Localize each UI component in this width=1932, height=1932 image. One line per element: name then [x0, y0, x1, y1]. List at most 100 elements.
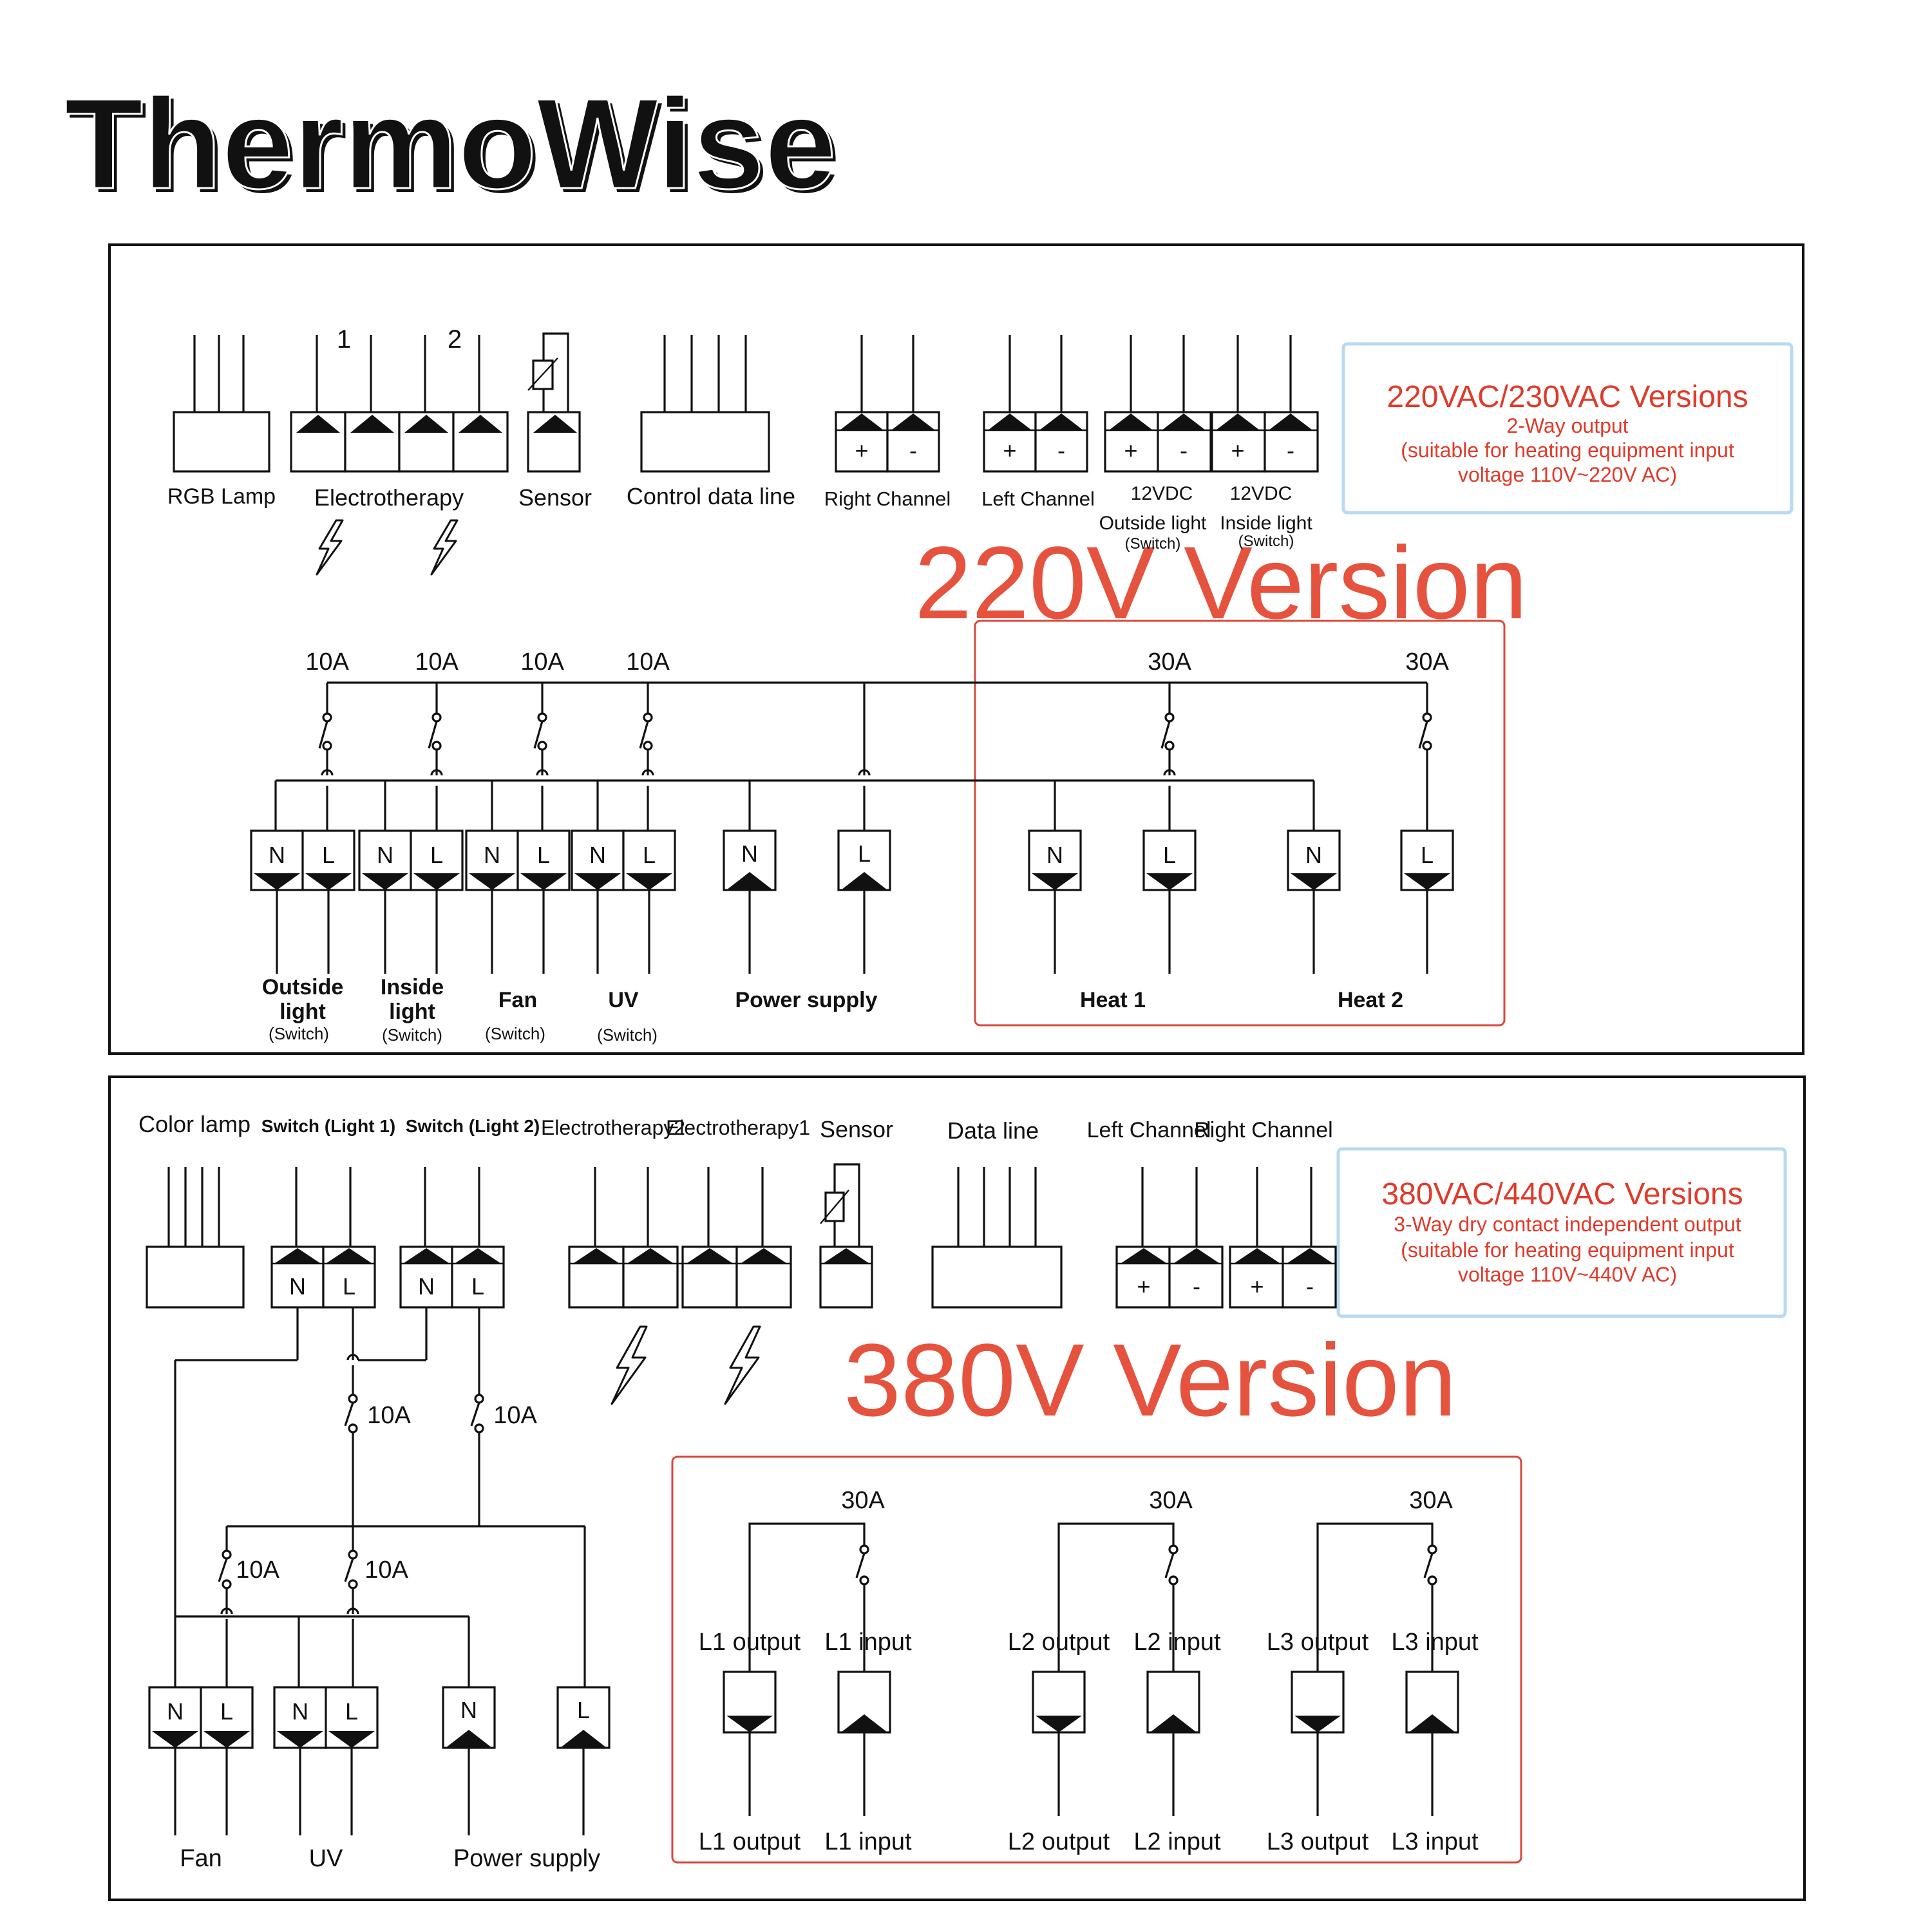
- info-line2-380: (suitable for heating equipment input: [1401, 1238, 1734, 1262]
- audio-channel-connectors: [1115, 1167, 1337, 1309]
- label-sensor-220: Sensor: [518, 484, 592, 511]
- terminal-l: L: [537, 842, 550, 868]
- rating-30a: 30A: [1149, 1487, 1193, 1514]
- switch-bus-220: [274, 681, 1432, 831]
- label-right-channel-220: Right Channel: [824, 488, 951, 510]
- info-line3-380: voltage 110V~440V AC): [1458, 1263, 1677, 1286]
- label-outside-light: Outside: [262, 975, 344, 999]
- switch-network-380: [174, 1307, 586, 1687]
- brand-logo: ThermoWise ThermoWise: [64, 71, 840, 220]
- label-minus: -: [1306, 1273, 1314, 1300]
- label-electrotherapy-1: 1: [337, 325, 351, 354]
- rating-10a: 10A: [415, 649, 459, 676]
- electrotherapy-380-connector: [568, 1167, 792, 1309]
- terminal-l: L: [220, 1698, 233, 1725]
- label-plus: +: [1003, 437, 1016, 464]
- rating-10a: 10A: [493, 1402, 537, 1429]
- label-plus: +: [1124, 437, 1137, 464]
- label-plus: +: [1250, 1273, 1264, 1300]
- label-minus: -: [1057, 437, 1065, 464]
- version-title-380: 380V Version: [844, 1322, 1457, 1437]
- terminal-row-220: [250, 829, 1454, 974]
- info-line1-220: 2-Way output: [1506, 414, 1628, 437]
- label-switch: (Switch): [382, 1025, 442, 1045]
- dry-contact-channels: [723, 1522, 1459, 1816]
- label-electrotherapy2: Electrotherapy2: [541, 1116, 685, 1139]
- label-plus: +: [855, 437, 868, 464]
- label-l3-input-bottom: L3 input: [1391, 1828, 1479, 1855]
- terminal-l: L: [322, 842, 335, 868]
- terminal-n: N: [460, 1697, 477, 1723]
- label-heat-1: Heat 1: [1080, 988, 1146, 1012]
- right-channel-connector: [835, 335, 940, 473]
- panel-380v: 380VAC/440VAC Versions 3-Way dry contact…: [108, 1075, 1806, 1901]
- rating-30a: 30A: [1409, 1487, 1453, 1514]
- sensor-380-connector: [819, 1163, 873, 1309]
- rating-10a: 10A: [236, 1557, 279, 1584]
- label-power-supply-220: Power supply: [735, 988, 877, 1012]
- label-fan-380: Fan: [180, 1845, 222, 1872]
- data-line-connector: [931, 1167, 1063, 1309]
- label-l1-output-bottom: L1 output: [699, 1828, 801, 1855]
- label-l2-output-bottom: L2 output: [1008, 1828, 1110, 1855]
- label-plus: +: [1137, 1273, 1150, 1300]
- label-fan-220: Fan: [498, 988, 537, 1012]
- rating-30a: 30A: [841, 1487, 885, 1514]
- label-plus: +: [1231, 437, 1244, 464]
- three-way-output-highlight: [671, 1455, 1522, 1864]
- info-line3-220: voltage 110V~220V AC): [1458, 463, 1677, 486]
- label-uv-380: UV: [309, 1845, 343, 1872]
- rating-30a: 30A: [1148, 649, 1191, 676]
- panel-220v: 220VAC/230VAC Versions 2-Way output (sui…: [108, 243, 1804, 1055]
- logo-text-shadow: ThermoWise: [68, 76, 840, 220]
- info-line2-220: (suitable for heating equipment input: [1401, 439, 1734, 462]
- rating-10a: 10A: [305, 649, 349, 676]
- terminal-n: N: [741, 840, 758, 867]
- label-inside-light-top: Inside light: [1220, 513, 1312, 534]
- logo-text: ThermoWise: [64, 72, 836, 216]
- terminal-l: L: [343, 1273, 355, 1300]
- label-rgb-lamp: RGB Lamp: [167, 484, 276, 509]
- terminal-row-380: [148, 1686, 611, 1835]
- label-electrotherapy1: Electrotherapy1: [666, 1116, 810, 1139]
- label-l2-input: L2 input: [1133, 1629, 1221, 1656]
- terminal-n: N: [484, 842, 500, 868]
- label-minus: -: [1287, 437, 1294, 464]
- info-line1-380: 3-Way dry contact independent output: [1394, 1213, 1741, 1236]
- sensor-connector: [527, 332, 581, 473]
- label-l3-input: L3 input: [1391, 1629, 1479, 1656]
- left-channel-connector: [983, 335, 1088, 473]
- label-left-channel-220: Left Channel: [981, 488, 1095, 510]
- label-power-supply-380: Power supply: [453, 1845, 600, 1872]
- terminal-l: L: [430, 842, 443, 868]
- label-switch: (Switch): [269, 1024, 329, 1043]
- control-data-line-connector: [640, 335, 770, 473]
- label-12vdc-outside: 12VDC: [1131, 483, 1193, 504]
- label-switch-light-2: Switch (Light 2): [406, 1116, 540, 1136]
- terminal-n: N: [269, 842, 285, 868]
- version-title-220: 220V Version: [914, 525, 1528, 640]
- lightning-bolt-icon: [316, 519, 344, 576]
- label-right-channel-380: Right Channel: [1194, 1118, 1332, 1142]
- rgb-lamp-connector: [173, 335, 270, 473]
- terminal-l: L: [1421, 842, 1434, 868]
- label-l1-input: L1 input: [824, 1629, 912, 1656]
- terminal-n: N: [289, 1273, 306, 1300]
- label-electrotherapy: Electrotherapy: [314, 484, 464, 511]
- label-inside-light-2: light: [389, 999, 435, 1024]
- label-l3-output-bottom: L3 output: [1267, 1828, 1369, 1855]
- lightning-bolt-icon: [611, 1325, 648, 1405]
- label-l1-output: L1 output: [699, 1629, 801, 1656]
- label-minus: -: [1180, 437, 1188, 464]
- heat-output-highlight: [974, 620, 1506, 1027]
- terminal-l: L: [858, 840, 871, 867]
- terminal-n: N: [292, 1698, 308, 1725]
- label-uv-220: UV: [608, 988, 639, 1012]
- label-switch-light-1: Switch (Light 1): [261, 1116, 395, 1136]
- label-minus: -: [909, 437, 917, 464]
- info-title-220: 220VAC/230VAC Versions: [1387, 380, 1748, 414]
- terminal-n: N: [589, 842, 606, 868]
- lightning-bolt-icon: [430, 519, 459, 576]
- terminal-n: N: [377, 842, 393, 868]
